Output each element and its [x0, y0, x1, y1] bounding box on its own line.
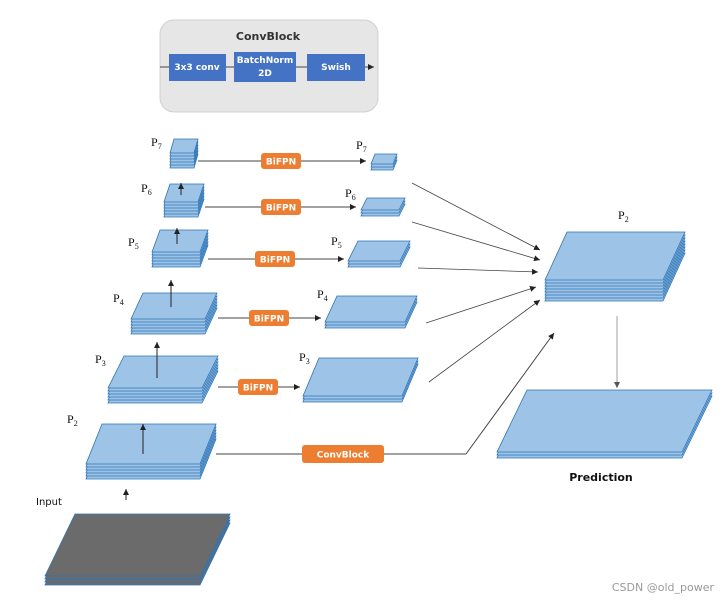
prediction-label: Prediction: [569, 471, 633, 484]
convblock-path: ConvBlock: [216, 332, 555, 463]
p3-backbone-stack-layer: [107, 355, 219, 389]
p3-bifpn-output-layer: [302, 357, 419, 397]
p7-backbone-stack-layer: [169, 138, 199, 154]
p2-backbone-stack-layer: [85, 423, 217, 465]
input-label: Input: [36, 497, 62, 508]
bifpn-block-p5: [255, 251, 295, 267]
label-right-p3: P3: [299, 350, 310, 366]
fuse-arrow-p5: [417, 267, 539, 275]
watermark: CSDN @old_power: [612, 581, 715, 594]
fuse-arrow-p7: [411, 182, 541, 251]
label-right-p4: P4: [317, 287, 328, 303]
bifpn-label-p4: BiFPN: [254, 315, 284, 325]
p3-backbone-stack: [107, 355, 219, 404]
conv3x3-block: [169, 54, 226, 81]
bifpn-label-p5: BiFPN: [260, 256, 290, 266]
p7-bifpn-output-layer: [370, 153, 398, 165]
p5-backbone-stack: [151, 229, 209, 268]
p5-backbone-stack-layer: [151, 229, 209, 253]
bifpn-label-p7: BiFPN: [266, 158, 296, 168]
swish-block: [307, 54, 365, 81]
convblock-line-diag: [465, 332, 555, 455]
label-left-p6: P6: [141, 181, 152, 197]
input-stack: [44, 513, 231, 586]
convblock-inline-block: [302, 445, 384, 463]
p4-bifpn-output: [324, 295, 418, 329]
label-left-p2: P2: [67, 412, 78, 428]
swish-label: Swish: [321, 63, 351, 73]
bifpn-block-p6: [261, 199, 301, 215]
input-stack-layer: [44, 513, 231, 577]
p6-bifpn-output: [360, 197, 406, 217]
label-left-p7: P7: [151, 135, 162, 151]
fuse-arrow-p3: [428, 299, 541, 383]
bifpn-connections: BiFPN BiFPN BiFPN BiFPN BiFPN: [198, 153, 366, 395]
bifpn-label-p3: BiFPN: [243, 384, 273, 394]
label-left-p5: P5: [128, 235, 139, 251]
level-labels: Input P2 P3 P4 P5 P6 P7 P7 P6 P5 P4 P3 P…: [36, 135, 633, 508]
p5-bifpn-output-layer: [347, 240, 411, 262]
p2-backbone-stack: [85, 423, 217, 480]
label-right-p7: P7: [356, 138, 367, 154]
label-output-p2: P2: [618, 208, 629, 224]
conv3x3-label: 3x3 conv: [174, 63, 219, 73]
convblock-panel: ConvBlock 3x3 conv BatchNorm 2D Swish: [159, 19, 379, 113]
bifpn-block-p3: [238, 379, 278, 395]
batchnorm-block: [234, 52, 296, 82]
fusion-arrows: [411, 182, 620, 388]
p6-backbone-stack-layer: [163, 183, 205, 203]
p2-output-stack-layer: [544, 231, 686, 281]
p2-output-stack: [544, 231, 686, 302]
p4-bifpn-output-layer: [324, 295, 418, 323]
fuse-arrow-p6: [411, 221, 541, 262]
label-right-p6: P6: [345, 186, 356, 202]
p5-bifpn-output: [347, 240, 411, 268]
prediction-stack-layer: [496, 389, 713, 453]
prediction-stack: [496, 389, 713, 459]
p4-backbone-stack-layer: [130, 292, 218, 320]
label-right-p5: P5: [331, 234, 342, 250]
bifpn-block-p4: [249, 310, 289, 326]
p6-backbone-stack: [163, 183, 205, 218]
p6-bifpn-output-layer: [360, 197, 406, 211]
bifpn-block-p7: [261, 153, 301, 169]
feature-stacks: [44, 138, 713, 586]
label-left-p3: P3: [95, 352, 106, 368]
p7-backbone-stack: [169, 138, 199, 169]
bifpn-label-p6: BiFPN: [266, 204, 296, 214]
batchnorm-label-line1: BatchNorm: [237, 56, 294, 66]
label-left-p4: P4: [113, 291, 124, 307]
backbone-arrows: [123, 183, 184, 500]
p7-bifpn-output: [370, 153, 398, 171]
convblock-inline-label: ConvBlock: [317, 451, 371, 461]
p3-bifpn-output: [302, 357, 419, 403]
p4-backbone-stack: [130, 292, 218, 335]
fuse-arrow-p4: [425, 286, 537, 324]
batchnorm-label-line2: 2D: [258, 69, 272, 79]
convblock-panel-title: ConvBlock: [236, 30, 301, 43]
